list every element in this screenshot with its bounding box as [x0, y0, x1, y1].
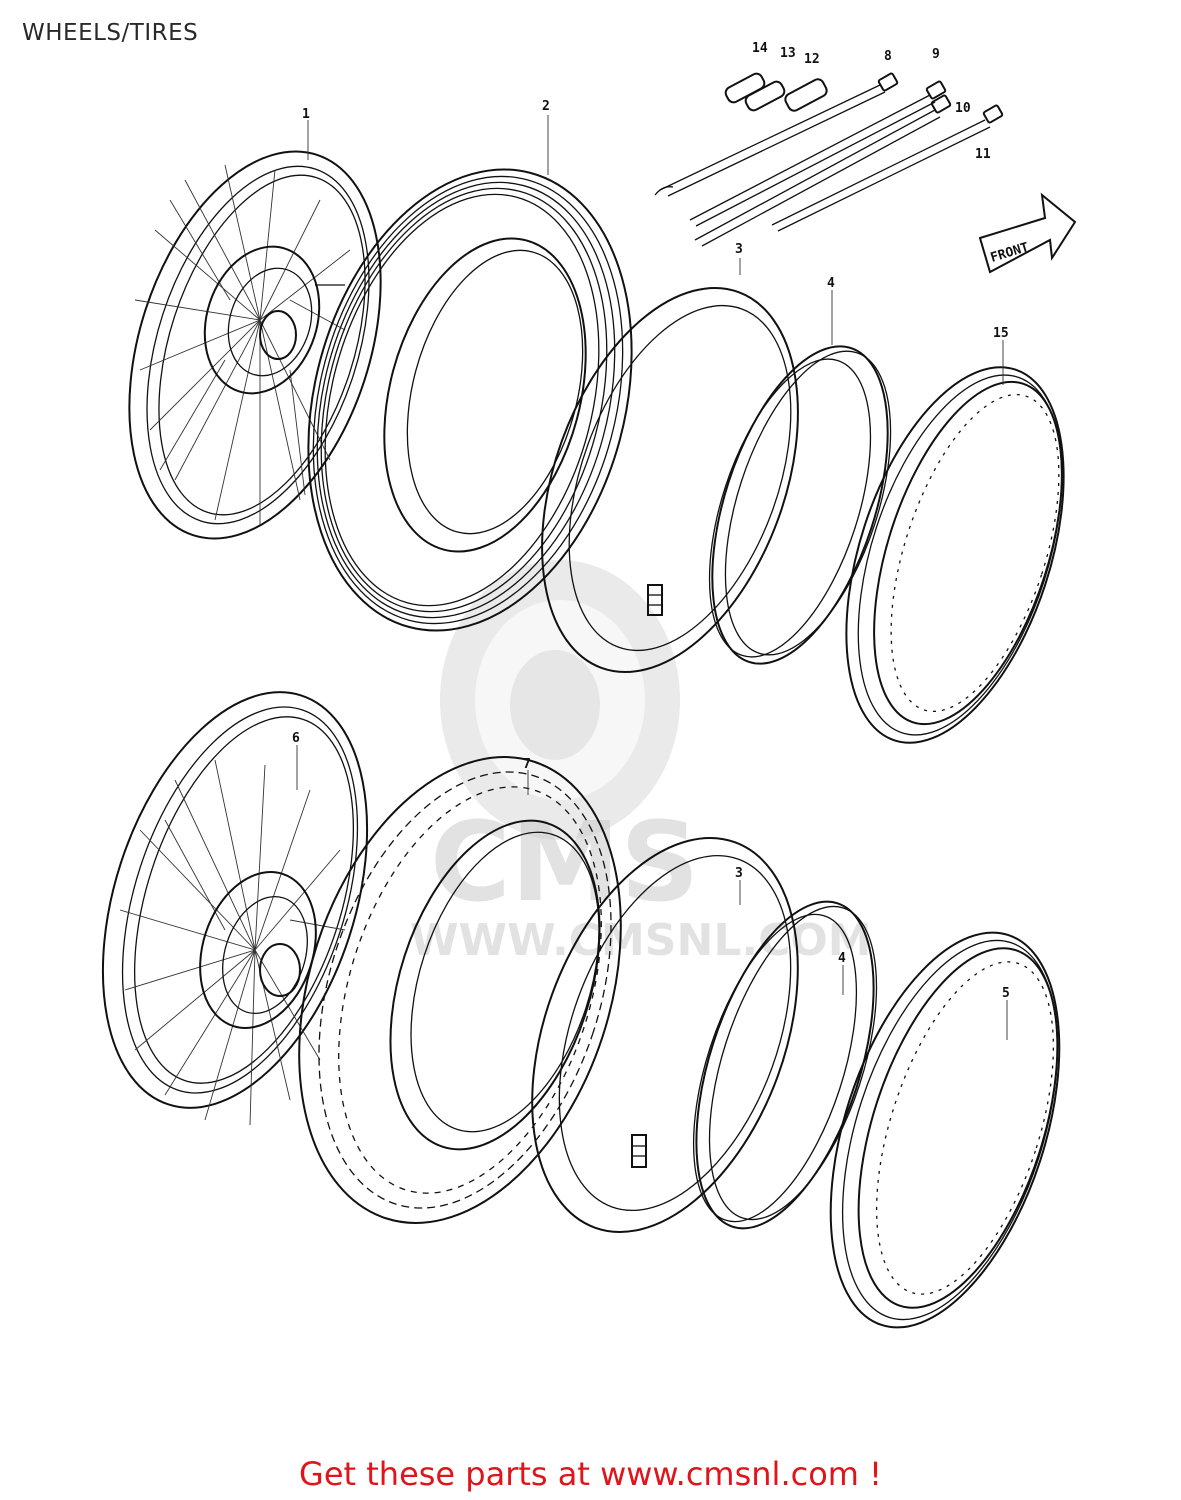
spoke-set [654, 72, 1004, 247]
callout-4b: 4 [838, 951, 846, 966]
callout-2: 2 [542, 99, 550, 114]
rim-rear [829, 931, 1061, 1329]
footer-parts-link[interactable]: Get these parts at www.cmsnl.com ! [299, 1455, 882, 1493]
wheel-front-spokes [134, 164, 351, 525]
rim-front [845, 366, 1065, 744]
callout-13: 13 [780, 46, 796, 61]
watermark-url: WWW.CMSNL.COM [410, 915, 872, 966]
leader-lines [296, 115, 1008, 1040]
callout-3a: 3 [735, 242, 743, 257]
callout-5: 5 [1002, 986, 1010, 1001]
callout-9: 9 [932, 47, 940, 62]
tire-rear [298, 756, 622, 1224]
watermark: CMS WWW.CMSNL.COM [410, 560, 872, 966]
nipple-set [724, 72, 828, 112]
callout-8: 8 [884, 49, 892, 64]
page-title: WHEELS/TIRES [22, 20, 199, 46]
wheel-front [128, 150, 382, 540]
wheel-rear-spokes [119, 759, 346, 1126]
callout-4a: 4 [827, 276, 835, 291]
rim-band-rear [692, 900, 878, 1230]
tube-rear [531, 837, 799, 1233]
tube-rear-valve [631, 1134, 647, 1168]
rim-band-front [708, 345, 892, 665]
callout-7: 7 [523, 757, 531, 772]
callout-12: 12 [804, 52, 820, 67]
callout-1: 1 [302, 107, 310, 122]
callout-15: 15 [993, 326, 1009, 341]
front-arrow: FRONT [978, 192, 1077, 274]
tube-front [541, 286, 799, 674]
watermark-brand: CMS [430, 798, 699, 926]
tube-front-valve [647, 584, 663, 616]
wheel-rear [101, 691, 369, 1126]
callout-3b: 3 [735, 866, 743, 881]
callout-10: 10 [955, 101, 971, 116]
callout-14: 14 [752, 41, 768, 56]
callout-6: 6 [292, 731, 300, 746]
callout-11: 11 [975, 147, 991, 162]
